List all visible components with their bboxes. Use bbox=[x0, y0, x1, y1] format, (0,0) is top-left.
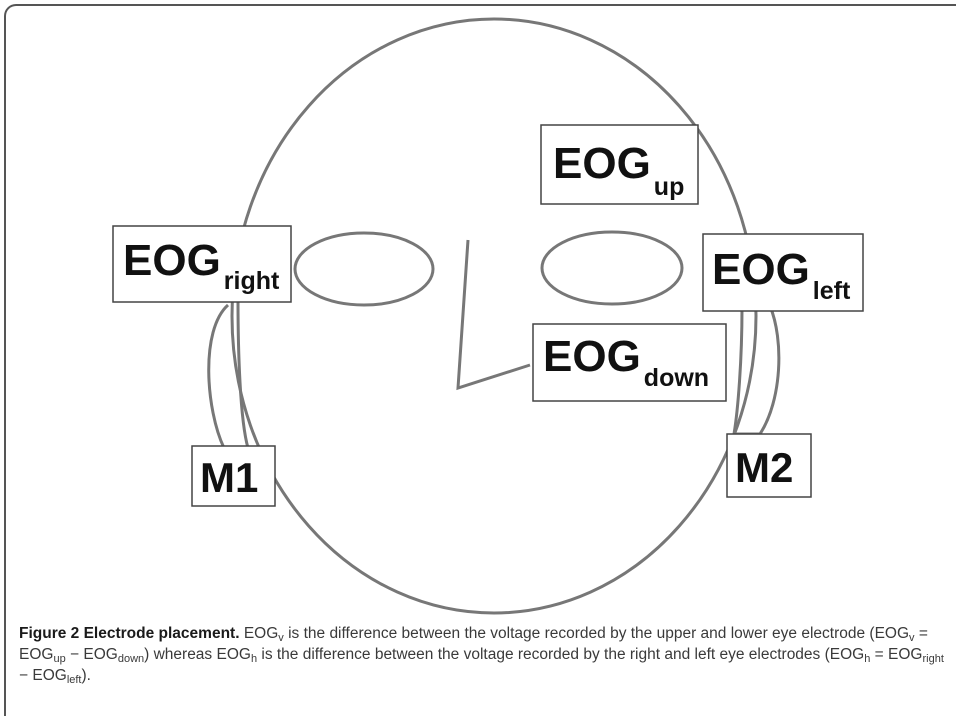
figure-caption: Figure 2 Electrode placement. EOGv is th… bbox=[19, 623, 944, 686]
nose bbox=[456, 239, 531, 391]
eog-right-main: EOG bbox=[123, 236, 221, 285]
m1-electrode: M1 bbox=[191, 445, 276, 507]
svg-text:EOGleft: EOGleft bbox=[712, 245, 851, 305]
caption-sub-4: down bbox=[117, 653, 145, 665]
figure-frame bbox=[4, 4, 956, 716]
right-eye bbox=[293, 231, 435, 307]
svg-text:EOGdown: EOGdown bbox=[543, 332, 709, 392]
caption-sub-5: h bbox=[250, 653, 258, 665]
caption-title: Figure 2 Electrode placement. bbox=[19, 625, 240, 642]
caption-sub-6: h bbox=[864, 653, 871, 665]
caption-text-3: = EOG bbox=[19, 625, 928, 663]
caption-sub-2: v bbox=[909, 632, 915, 644]
caption-text-1: EOG bbox=[239, 625, 279, 642]
caption-text-9: ). bbox=[81, 667, 91, 684]
svg-text:EOGup: EOGup bbox=[553, 139, 684, 201]
right-ear bbox=[207, 299, 250, 450]
caption-sub-3: up bbox=[53, 653, 66, 665]
caption-text-4: − EOG bbox=[65, 646, 118, 663]
caption-sub-1: v bbox=[278, 632, 284, 644]
caption-sub-8: left bbox=[66, 674, 82, 686]
eog-up-main: EOG bbox=[553, 139, 651, 188]
caption-text-5: ) whereas EOG bbox=[144, 646, 251, 663]
m2-electrode: M2 bbox=[726, 433, 812, 498]
svg-text:EOGright: EOGright bbox=[123, 236, 280, 295]
m1-label: M1 bbox=[200, 454, 258, 501]
left-eye bbox=[540, 230, 684, 306]
head-outline bbox=[230, 17, 758, 615]
caption-sub-7: right bbox=[922, 653, 944, 665]
eog-down-main: EOG bbox=[543, 332, 641, 381]
eog-right-sub: right bbox=[224, 267, 280, 295]
eog-down-sub: down bbox=[644, 364, 709, 392]
caption-text-8: − EOG bbox=[19, 667, 67, 684]
caption-text-6: is the difference between the voltage re… bbox=[257, 646, 865, 663]
eog-up-sub: up bbox=[654, 173, 685, 201]
caption-text-2: is the difference between the voltage re… bbox=[283, 625, 910, 642]
eog-left-sub: left bbox=[813, 277, 851, 305]
caption-text-7: = EOG bbox=[870, 646, 923, 663]
eog-left-main: EOG bbox=[712, 245, 810, 294]
m2-label: M2 bbox=[735, 444, 793, 491]
